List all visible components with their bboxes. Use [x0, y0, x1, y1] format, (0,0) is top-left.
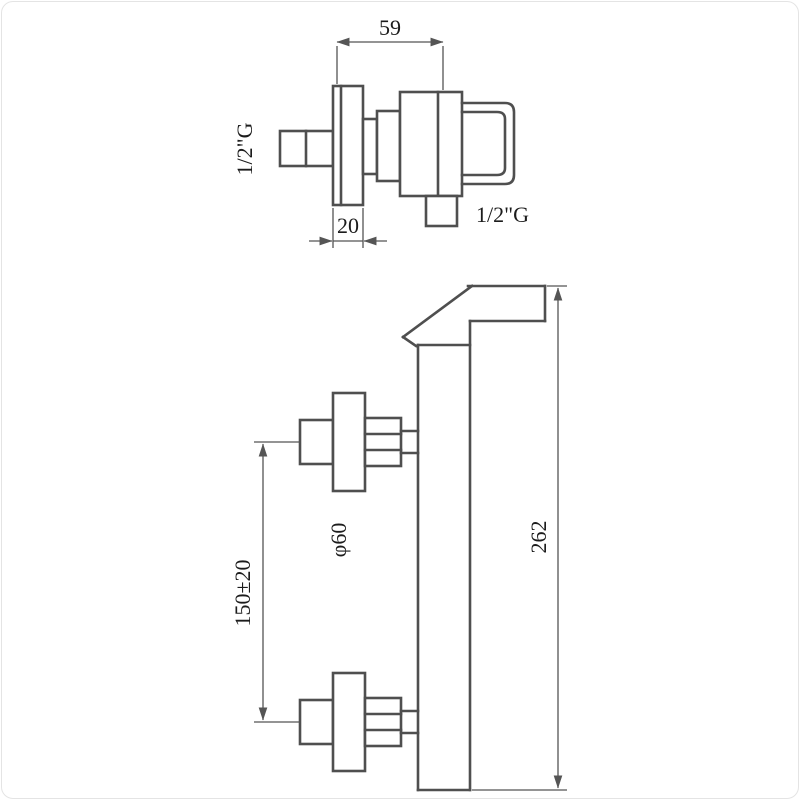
- dimension-262: 262: [472, 285, 567, 791]
- top-outlet-stub: [424, 194, 459, 228]
- front-lever-tip: [401, 335, 418, 348]
- outlet-thread-label: 1/2"G: [476, 202, 529, 227]
- dimension-150: 150±20: [230, 441, 300, 723]
- lower-hex-nut: [363, 696, 403, 748]
- top-mixer-body: [398, 90, 464, 198]
- front-view: [298, 284, 547, 792]
- dim-262-label: 262: [526, 521, 551, 554]
- lower-wall-flange: [331, 671, 367, 773]
- front-lower-connection: [298, 671, 420, 773]
- top-handle-inner: [460, 110, 507, 177]
- dimension-59: 59: [336, 15, 444, 90]
- dimension-20: 20: [309, 208, 387, 248]
- front-lever-top-diagonal: [401, 284, 474, 339]
- upper-wall-flange: [331, 391, 367, 493]
- top-view: [278, 84, 516, 228]
- dim-20-label: 20: [337, 213, 359, 238]
- inlet-thread-label: 1/2"G: [232, 122, 257, 175]
- dim-150-label: 150±20: [230, 559, 255, 626]
- dim-59-label: 59: [379, 15, 401, 40]
- front-upper-connection: [298, 391, 420, 493]
- upper-hex-nut: [363, 416, 403, 468]
- lower-inlet-pipe: [298, 698, 335, 746]
- top-handle-outer: [460, 101, 516, 186]
- flange-diameter-label: φ60: [326, 523, 351, 558]
